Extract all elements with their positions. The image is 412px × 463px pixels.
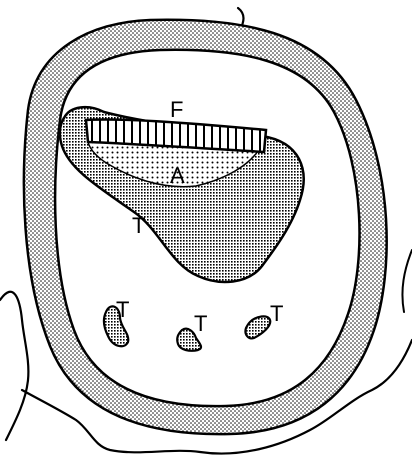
label-small-left: T [116,297,129,322]
small-mass-right [245,316,270,338]
label-large-mass: T [132,213,145,238]
label-small-middle: T [194,311,207,336]
label-small-right: T [270,301,283,326]
outer-contour-left [0,292,28,440]
outer-contour-right [402,250,412,312]
label-inner-layer: A [170,163,185,188]
label-top-band: F [170,97,183,122]
